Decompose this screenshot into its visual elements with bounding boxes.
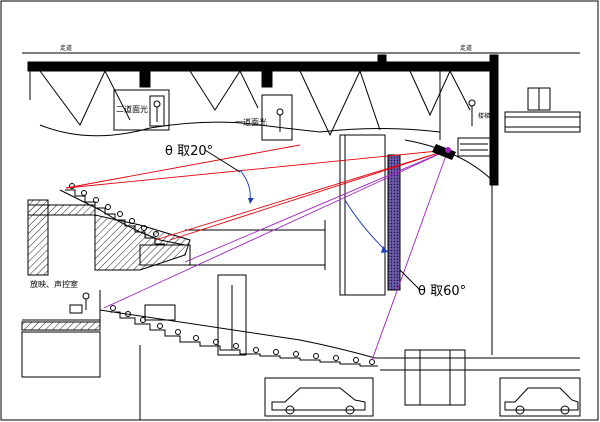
balcony xyxy=(27,189,326,276)
audience-lower xyxy=(110,305,375,365)
ray-purple-2 xyxy=(371,149,449,361)
figure-light-bridge xyxy=(153,99,476,132)
leader-60 xyxy=(399,269,421,291)
light-rays-red xyxy=(65,144,449,241)
ceiling-walkway-label-right: 走道 xyxy=(460,44,472,52)
roof-structure xyxy=(22,52,581,186)
angle-arc-20-arrow xyxy=(248,198,254,204)
spotlight-source xyxy=(432,144,456,160)
leader-20 xyxy=(204,149,241,173)
ray-purple-3 xyxy=(184,149,449,263)
main-floor xyxy=(21,274,580,420)
stage-tower xyxy=(339,134,493,355)
second-light-bridge-label: 二道面光 xyxy=(116,104,148,114)
angle-arc-20 xyxy=(239,169,251,201)
light-rays-purple xyxy=(103,149,449,361)
angle-label-lower: θ 取60° xyxy=(418,284,466,299)
ray-red-1 xyxy=(65,149,449,189)
angle-label-upper: θ 取20° xyxy=(165,144,213,159)
light-bridge-2 xyxy=(113,89,170,131)
parking-car-right xyxy=(499,377,581,417)
ray-red-2 xyxy=(154,149,449,241)
ray-red-4 xyxy=(65,144,301,189)
audience-upper xyxy=(69,183,159,237)
projection-room-figure xyxy=(69,292,90,314)
angle-arc-60-arrow xyxy=(381,246,388,253)
parking-car-left xyxy=(264,377,374,417)
angle-arc-60 xyxy=(344,199,386,251)
light-bridge-1 xyxy=(261,94,293,141)
stair-label: 楼梯 xyxy=(478,112,490,120)
ceiling-walkway-label-left: 走道 xyxy=(60,44,72,52)
ray-red-3 xyxy=(169,149,449,241)
ray-purple-1 xyxy=(103,149,449,309)
first-light-bridge-label: 一道面光 xyxy=(235,117,267,127)
projection-room-label: 放映、声控室 xyxy=(30,279,78,289)
